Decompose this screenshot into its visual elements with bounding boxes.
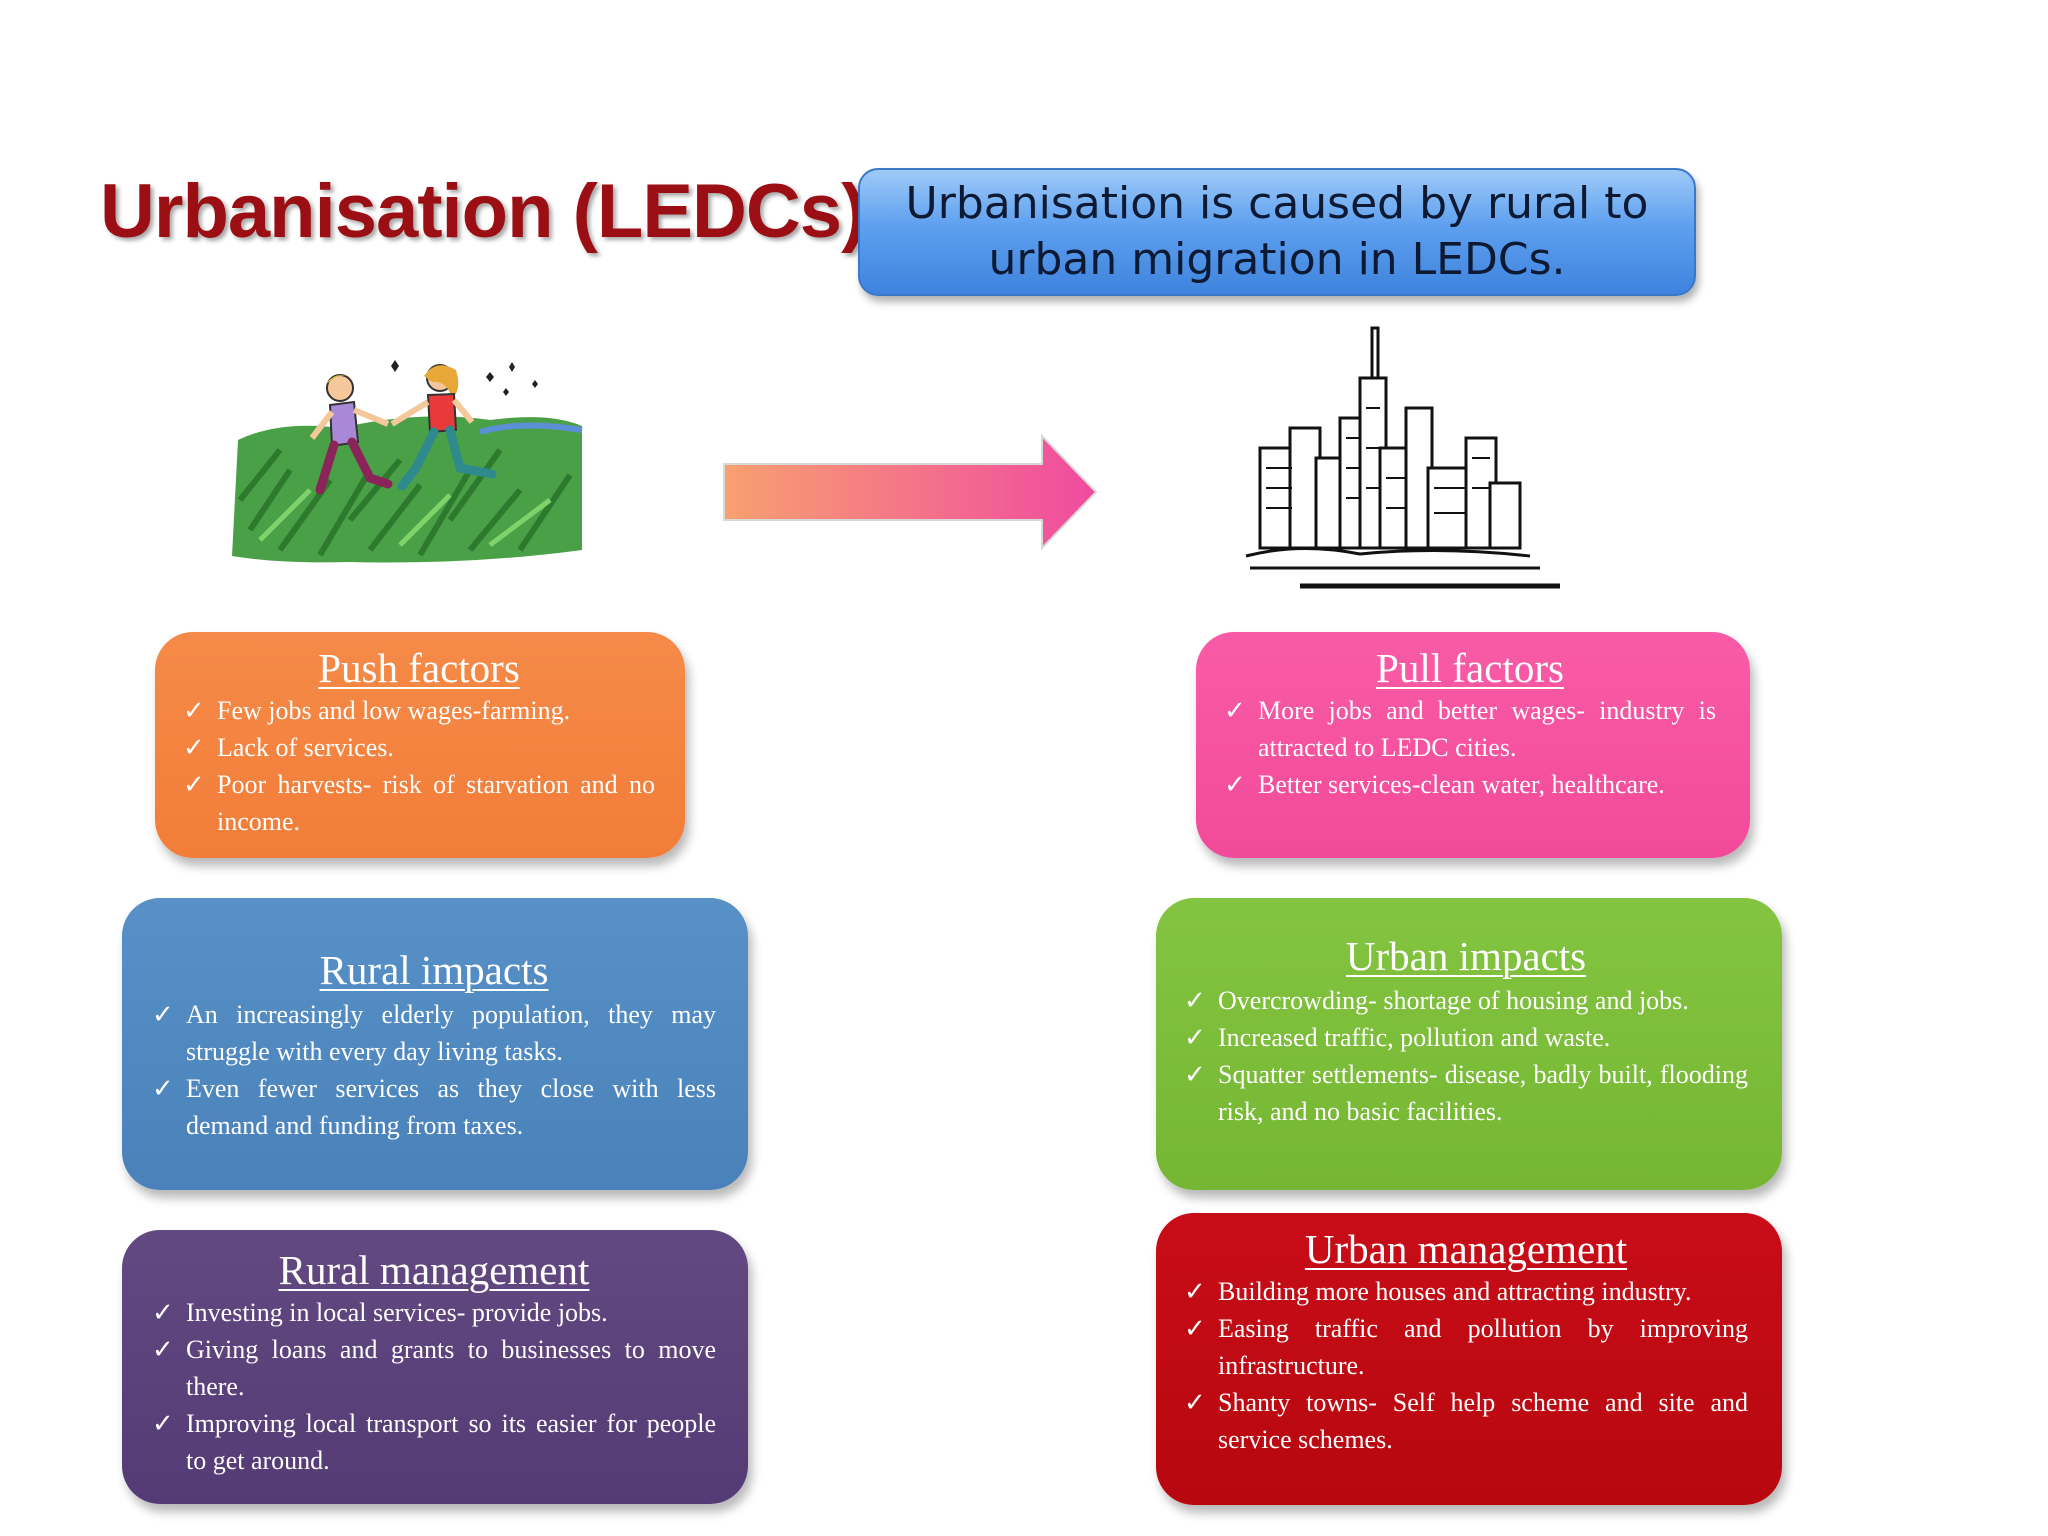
list-item: ✓Squatter settlements- disease, badly bu… xyxy=(1184,1056,1748,1130)
list-item: ✓Overcrowding- shortage of housing and j… xyxy=(1184,982,1748,1019)
list-item: ✓An increasingly elderly population, the… xyxy=(152,996,716,1070)
city-skyline-icon xyxy=(1245,326,1560,589)
list-item: ✓Improving local transport so its easier… xyxy=(152,1405,716,1479)
check-icon: ✓ xyxy=(1224,770,1246,799)
push-factors-box: Push factors ✓Few jobs and low wages-far… xyxy=(155,632,685,858)
check-icon: ✓ xyxy=(1184,986,1206,1015)
urban-impacts-heading: Urban impacts xyxy=(1345,933,1587,979)
caption-banner: Urbanisation is caused by rural to urban… xyxy=(858,168,1696,296)
urban-management-heading: Urban management xyxy=(1304,1226,1628,1272)
right-arrow-icon xyxy=(723,433,1098,551)
check-icon: ✓ xyxy=(152,1409,174,1438)
urban-impacts-box: Urban impacts ✓Overcrowding- shortage of… xyxy=(1156,898,1782,1190)
list-item: ✓Investing in local services- provide jo… xyxy=(152,1294,716,1331)
urban-management-box: Urban management ✓Building more houses a… xyxy=(1156,1213,1782,1505)
list-item: ✓Giving loans and grants to businesses t… xyxy=(152,1331,716,1405)
check-icon: ✓ xyxy=(1184,1023,1206,1052)
check-icon: ✓ xyxy=(183,770,205,799)
check-icon: ✓ xyxy=(1184,1388,1206,1417)
check-icon: ✓ xyxy=(1184,1277,1206,1306)
list-item: ✓Poor harvests- risk of starvation and n… xyxy=(183,766,655,840)
check-icon: ✓ xyxy=(183,696,205,725)
list-item: ✓Lack of services. xyxy=(183,729,655,766)
check-icon: ✓ xyxy=(152,1335,174,1364)
check-icon: ✓ xyxy=(152,1000,174,1029)
rural-management-box: Rural management ✓Investing in local ser… xyxy=(122,1230,748,1504)
list-item: ✓Building more houses and attracting ind… xyxy=(1184,1273,1748,1310)
list-item: ✓More jobs and better wages- industry is… xyxy=(1224,692,1716,766)
urban-impacts-list: ✓Overcrowding- shortage of housing and j… xyxy=(1184,982,1748,1130)
list-item: ✓Shanty towns- Self help scheme and site… xyxy=(1184,1384,1748,1458)
rural-management-list: ✓Investing in local services- provide jo… xyxy=(152,1294,716,1479)
check-icon: ✓ xyxy=(1224,696,1246,725)
check-icon: ✓ xyxy=(152,1298,174,1327)
check-icon: ✓ xyxy=(1184,1060,1206,1089)
urban-management-list: ✓Building more houses and attracting ind… xyxy=(1184,1273,1748,1458)
pull-factors-box: Pull factors ✓More jobs and better wages… xyxy=(1196,632,1750,858)
rural-people-running-icon xyxy=(232,360,583,563)
push-factors-list: ✓Few jobs and low wages-farming. ✓Lack o… xyxy=(183,692,655,840)
list-item: ✓Better services-clean water, healthcare… xyxy=(1224,766,1716,803)
rural-impacts-list: ✓An increasingly elderly population, the… xyxy=(152,996,716,1144)
rural-impacts-heading: Rural impacts xyxy=(319,947,549,993)
push-factors-heading: Push factors xyxy=(318,645,520,691)
rural-impacts-box: Rural impacts ✓An increasingly elderly p… xyxy=(122,898,748,1190)
check-icon: ✓ xyxy=(183,733,205,762)
list-item: ✓Increased traffic, pollution and waste. xyxy=(1184,1019,1748,1056)
page-title: Urbanisation (LEDCs) xyxy=(100,169,866,254)
rural-management-heading: Rural management xyxy=(278,1247,590,1293)
pull-factors-list: ✓More jobs and better wages- industry is… xyxy=(1224,692,1716,803)
list-item: ✓Easing traffic and pollution by improvi… xyxy=(1184,1310,1748,1384)
pull-factors-heading: Pull factors xyxy=(1376,645,1564,691)
list-item: ✓Few jobs and low wages-farming. xyxy=(183,692,655,729)
check-icon: ✓ xyxy=(152,1074,174,1103)
list-item: ✓Even fewer services as they close with … xyxy=(152,1070,716,1144)
check-icon: ✓ xyxy=(1184,1314,1206,1343)
